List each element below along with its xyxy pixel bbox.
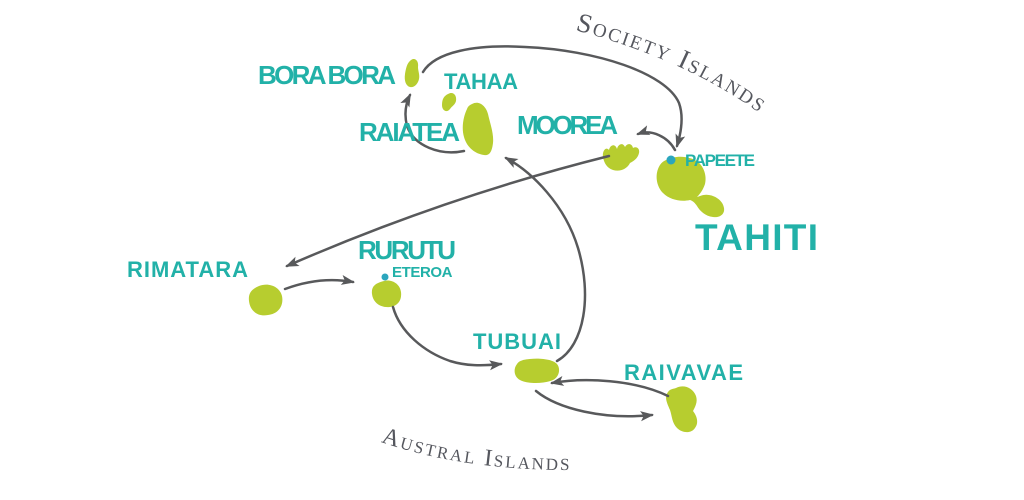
raiatea-label: RAIATEA: [359, 117, 460, 147]
austral-islands-label-text: Austral Islands: [379, 423, 570, 476]
society-islands-region-title: Society Islands: [573, 7, 774, 119]
tubuai-island: [514, 358, 560, 383]
papeete-label: PAPEETE: [685, 151, 756, 170]
route-raivavae-to-tubuai: [550, 375, 670, 398]
tahaa-label: TAHAA: [444, 69, 518, 94]
raivavae-island: [666, 386, 698, 433]
eteroa-port-dot: [381, 273, 389, 281]
bora-bora-label: BORA BORA: [258, 60, 396, 90]
moorea-label: MOOREA: [517, 110, 618, 140]
tahiti-label: TAHITI: [695, 217, 819, 258]
route-rurutu-to-tubuai: [391, 305, 503, 371]
tahaa-island: [442, 92, 457, 112]
papeete-port-dot: [666, 155, 676, 165]
moorea-island: [602, 144, 640, 171]
eteroa-label: ETEROA: [392, 264, 453, 281]
raiatea-island: [462, 102, 494, 156]
rimatara-label: RIMATARA: [127, 257, 248, 282]
route-tubuai-to-raiatea: [504, 156, 587, 363]
route-tubuai-to-raivavae: [534, 389, 654, 422]
austral-islands-region-title: Austral Islands: [379, 423, 572, 476]
tahiti-island: [656, 156, 725, 218]
route-papeete-to-moorea: [636, 125, 677, 152]
route-moorea-to-rimatara: [285, 154, 611, 268]
route-bora-bora-to-papeete: [421, 45, 686, 148]
rimatara-island: [248, 284, 283, 316]
bora-bora-island: [404, 58, 420, 88]
rurutu-island: [371, 280, 402, 308]
tubuai-label: TUBUAI: [473, 329, 561, 354]
raivavae-label: RAIVAVAE: [624, 360, 743, 385]
rurutu-label: RURUTU: [358, 235, 456, 265]
society-islands-label-text: Society Islands: [573, 7, 772, 119]
route-rimatara-to-rurutu: [283, 274, 355, 291]
route-raiatea-to-bora-bora: [400, 93, 466, 154]
